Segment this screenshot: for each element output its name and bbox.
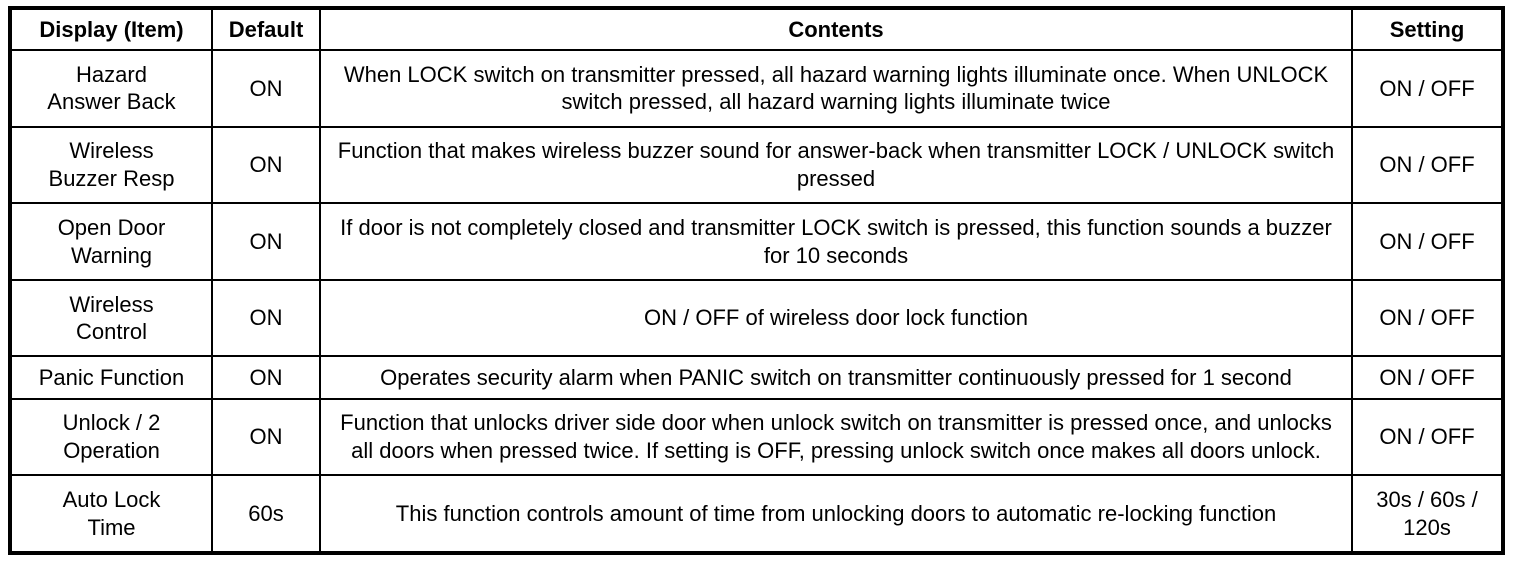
cell-setting: ON / OFF (1351, 355, 1504, 400)
cell-default: 60s (211, 474, 321, 553)
cell-default: ON (211, 49, 321, 128)
cell-setting: 30s / 60s / 120s (1351, 474, 1504, 553)
cell-display-item: Wireless Buzzer Resp (9, 125, 213, 205)
cell-setting: ON / OFF (1351, 49, 1504, 128)
column-header-setting: Setting (1351, 7, 1504, 51)
cell-contents: If door is not completely closed and tra… (319, 202, 1353, 281)
cell-contents: When LOCK switch on transmitter pressed,… (319, 49, 1353, 128)
cell-display-item: Auto Lock Time (9, 474, 213, 553)
cell-contents: Operates security alarm when PANIC switc… (319, 355, 1353, 400)
cell-display-item: Panic Function (9, 355, 213, 400)
column-header-display-item: Display (Item) (9, 7, 213, 51)
cell-default: ON (211, 355, 321, 400)
table-header-row: Display (Item) Default Contents Setting (9, 7, 1504, 51)
cell-setting: ON / OFF (1351, 397, 1504, 477)
cell-setting: ON / OFF (1351, 125, 1504, 205)
cell-display-item: Hazard Answer Back (9, 49, 213, 128)
cell-default: ON (211, 278, 321, 358)
column-header-contents: Contents (319, 7, 1353, 51)
cell-default: ON (211, 397, 321, 477)
spec-table-container: Display (Item) Default Contents Setting … (8, 6, 1505, 555)
column-header-default: Default (211, 7, 321, 51)
cell-contents: Function that makes wireless buzzer soun… (319, 125, 1353, 205)
cell-display-item: Unlock / 2 Operation (9, 397, 213, 477)
cell-default: ON (211, 202, 321, 281)
cell-contents: This function controls amount of time fr… (319, 474, 1353, 553)
cell-setting: ON / OFF (1351, 278, 1504, 358)
cell-display-item: Wireless Control (9, 278, 213, 358)
cell-default: ON (211, 125, 321, 205)
settings-specification-table: Display (Item) Default Contents Setting … (8, 6, 1505, 555)
cell-contents: Function that unlocks driver side door w… (319, 397, 1353, 477)
cell-display-item: Open Door Warning (9, 202, 213, 281)
cell-setting: ON / OFF (1351, 202, 1504, 281)
table-header: Display (Item) Default Contents Setting (9, 7, 1504, 51)
cell-contents: ON / OFF of wireless door lock function (319, 278, 1353, 358)
